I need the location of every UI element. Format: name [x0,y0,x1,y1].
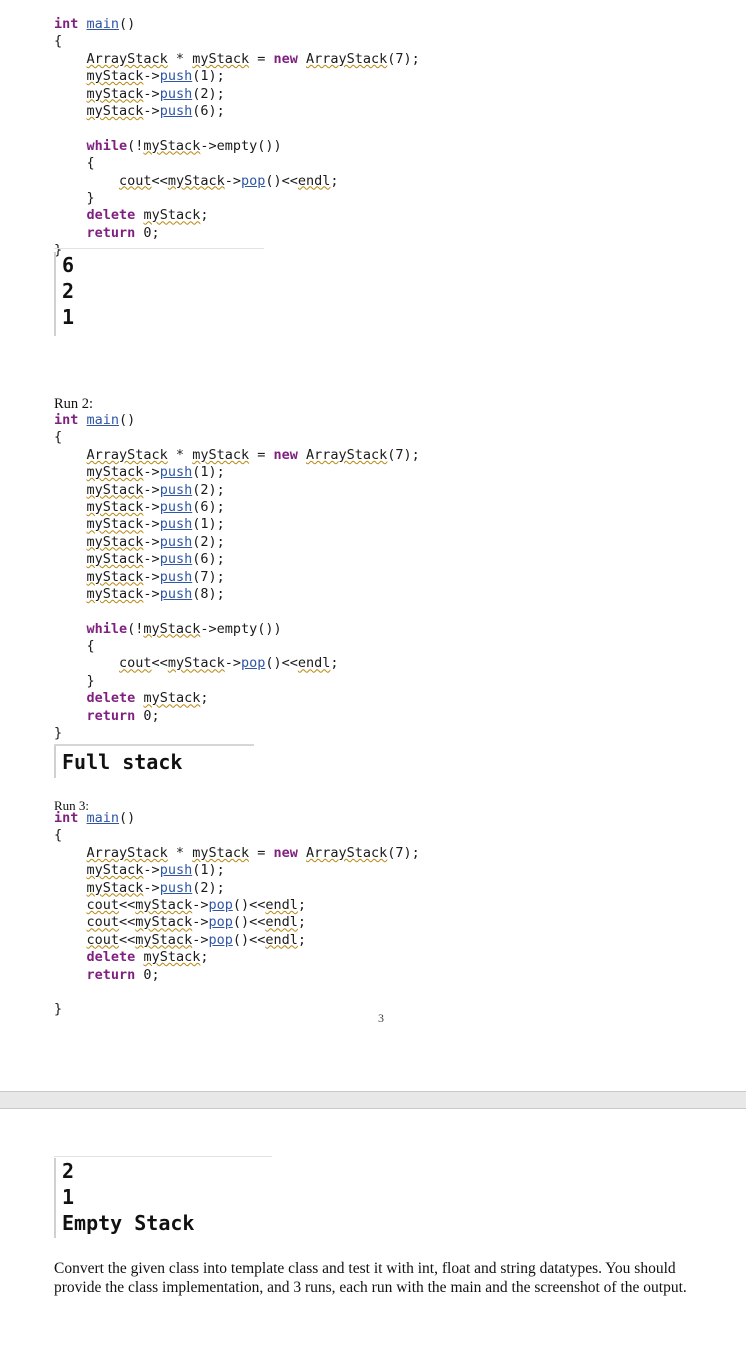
code-line: int main() [54,16,136,32]
code-line: myStack->push(8); [86,585,225,602]
run3-output-bar [54,1158,56,1238]
code-line: cout<<myStack->pop()<<endl; [86,896,307,913]
code-line: { [54,638,95,655]
run1-output-bar [54,252,56,336]
code-line: } [54,725,63,742]
output-line: 1 [62,305,75,329]
code-line: delete myStack; [86,949,209,966]
code-line [54,603,420,620]
run2-output: Full stack [54,749,182,775]
code-line: myStack->push(6); [86,102,225,119]
code-line: } [54,1001,63,1018]
code-line: myStack->push(2); [86,533,225,550]
code-line: int main() [54,810,136,826]
code-line: cout<<myStack->pop()<<endl; [86,914,307,931]
output-line: 2 [62,279,75,303]
page-separator [0,1091,746,1109]
code-line: myStack->push(2); [86,879,225,896]
page-number: 3 [378,1011,384,1025]
code-line [54,120,420,137]
code-line: } [54,242,63,259]
code-line: { [54,33,63,50]
run2-label: Run 2: [54,396,94,412]
code-line: ArrayStack * myStack = new ArrayStack(7)… [86,844,420,861]
code-line: while(!myStack->empty()) [86,137,282,154]
output-line: 1 [62,1185,75,1209]
run3-output-top-rule [54,1156,272,1157]
code-line: myStack->push(2); [86,85,225,102]
run2-output-bar [54,746,56,778]
output-line: 6 [62,253,75,277]
code-line: int main() [54,412,136,428]
run3-label: Run 3: [54,798,90,813]
code-line: myStack->push(6); [86,498,225,515]
code-line: cout<<myStack->pop()<<endl; [119,172,339,189]
output-line: 2 [62,1159,75,1183]
run3-code: int main(){ ArrayStack * myStack = new A… [54,810,420,1019]
code-line: myStack->push(1); [86,862,225,879]
code-line: ArrayStack * myStack = new ArrayStack(7)… [86,446,420,463]
code-line: myStack->push(1); [86,464,225,481]
code-line: } [54,672,95,689]
code-line: return 0; [86,966,160,983]
code-line: myStack->push(1); [86,68,225,85]
code-line: myStack->push(7); [86,568,225,585]
code-line: cout<<myStack->pop()<<endl; [119,655,339,672]
code-line: { [54,827,63,844]
code-line: delete myStack; [86,690,209,707]
code-line: } [54,189,95,206]
assignment-instructions: Convert the given class into template cl… [54,1260,687,1296]
code-line: myStack->push(6); [86,551,225,568]
code-line: myStack->push(1); [86,516,225,533]
code-line: return 0; [86,707,160,724]
code-line: myStack->push(2); [86,481,225,498]
code-line: { [54,429,63,446]
code-line: while(!myStack->empty()) [86,620,282,637]
run2-code-divider [54,744,254,746]
output-line: Full stack [62,750,183,774]
run2-code: int main(){ ArrayStack * myStack = new A… [54,412,420,742]
run1-code-divider [54,248,264,249]
code-line: { [54,155,95,172]
code-line [54,984,420,1001]
code-line: delete myStack; [86,207,209,224]
code-line: ArrayStack * myStack = new ArrayStack(7)… [86,50,420,67]
output-line: Empty Stack [62,1211,195,1235]
code-line: return 0; [86,224,160,241]
run1-code: int main(){ ArrayStack * myStack = new A… [54,16,420,259]
code-line: cout<<myStack->pop()<<endl; [86,931,307,948]
